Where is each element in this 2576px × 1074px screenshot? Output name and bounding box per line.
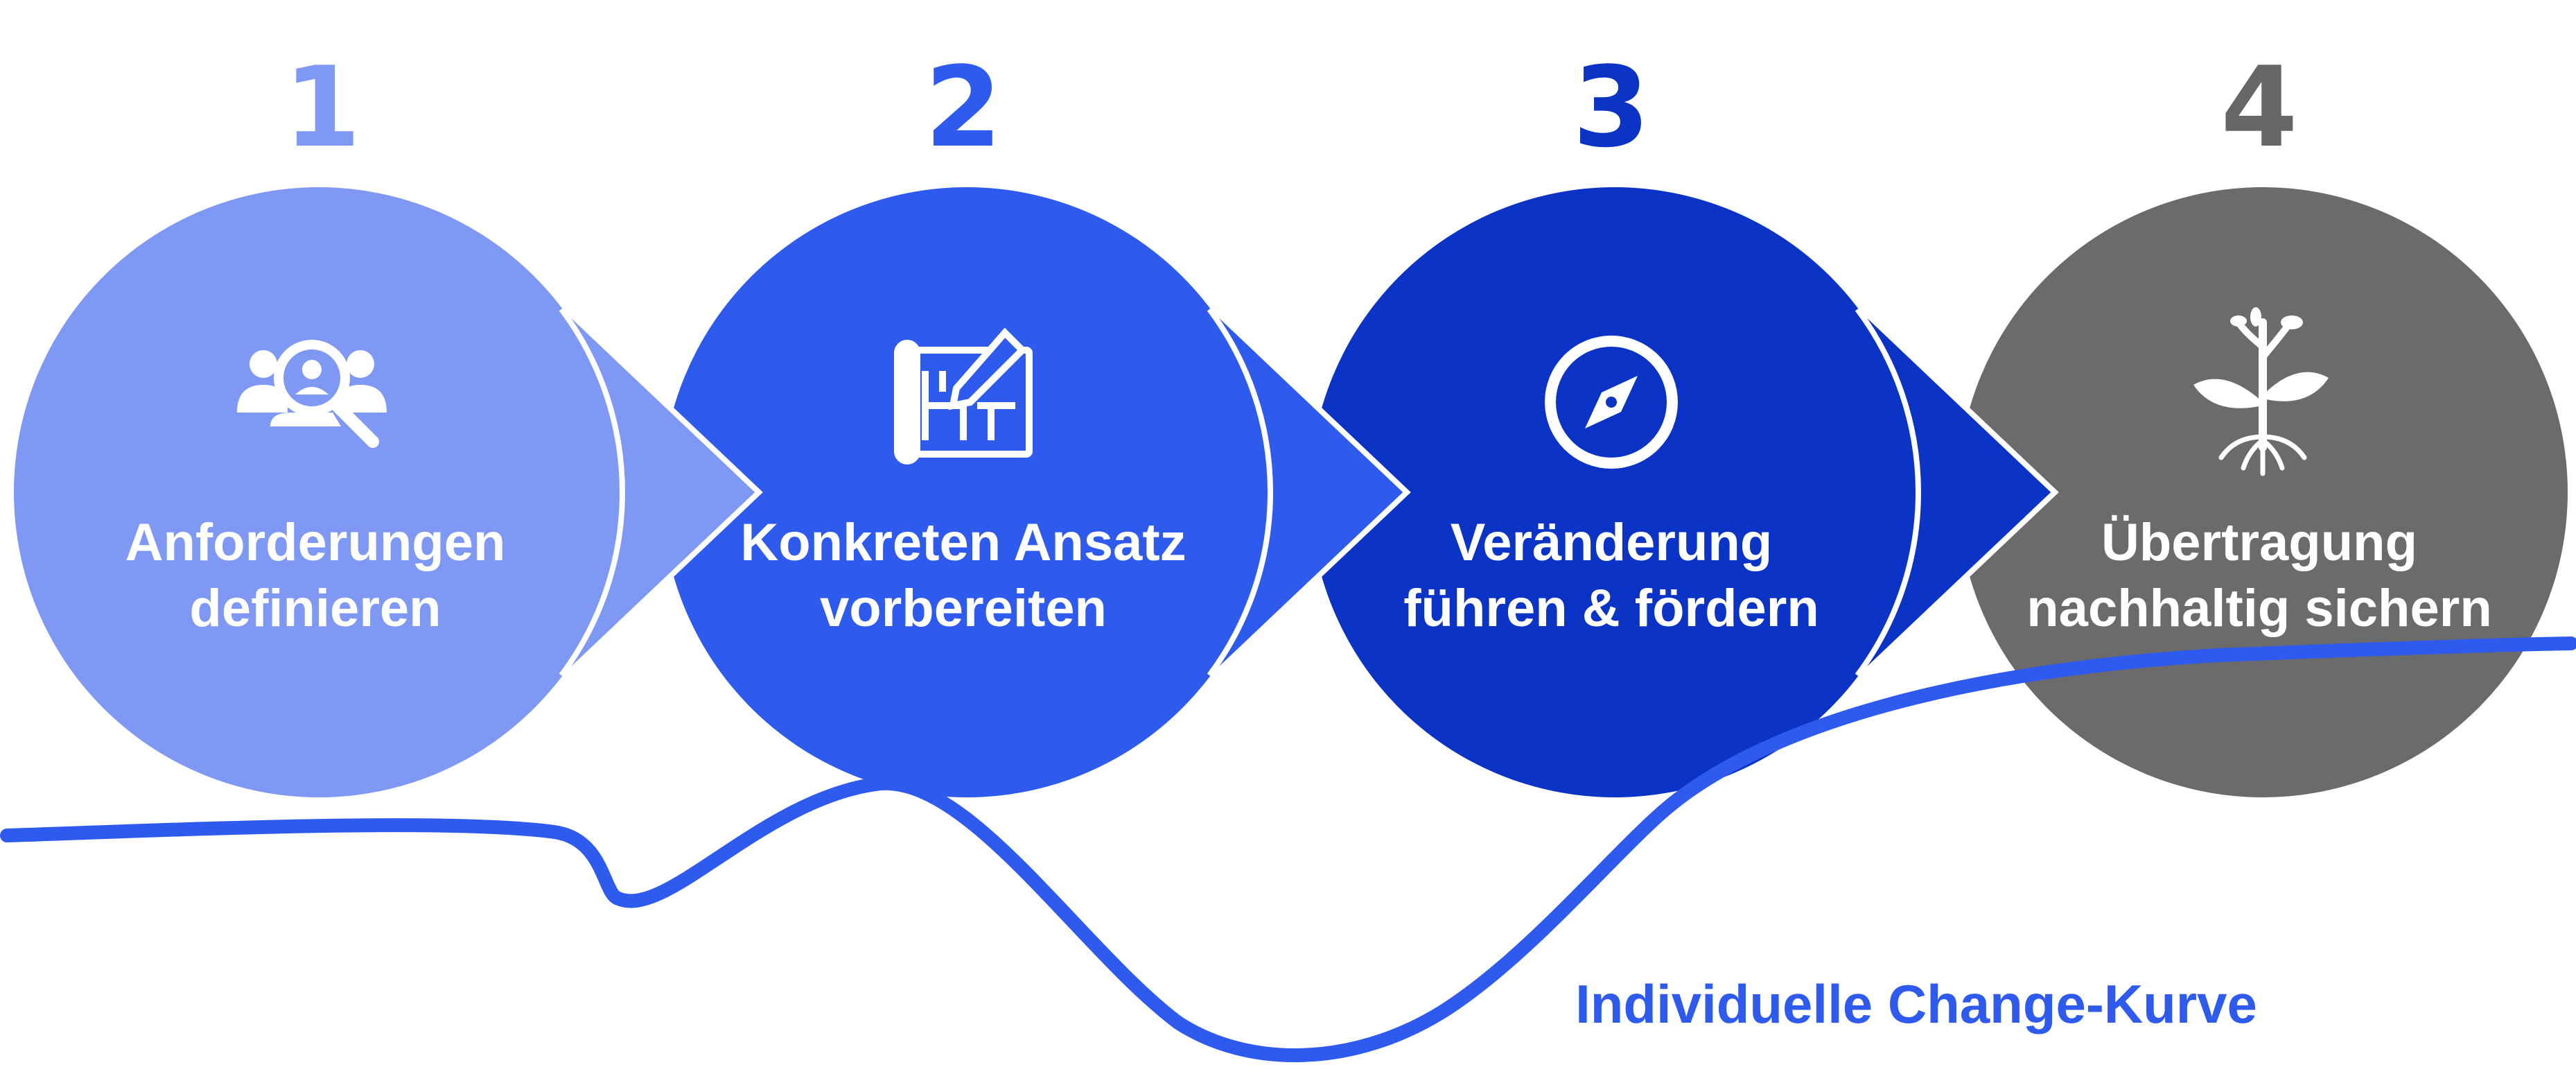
- arrow-2-to-3: [1209, 305, 1407, 679]
- step-1-circle: [14, 187, 625, 797]
- step-3-number: 3: [1572, 42, 1649, 172]
- step-1-label-line2: definieren: [189, 579, 441, 638]
- compass-icon: [1545, 336, 1678, 469]
- arrow-3-to-4: [1857, 305, 2055, 679]
- step-4-number: 4: [2220, 42, 2297, 172]
- step-2-label-line2: vorbereiten: [820, 579, 1107, 638]
- blueprint-pencil-icon: [894, 327, 1033, 465]
- arrow-1-to-2: [561, 305, 759, 679]
- step-4-label-line1: Übertragung: [2101, 513, 2417, 572]
- change-curve-label: Individuelle Change-Kurve: [1575, 973, 2257, 1034]
- step-4-label-line2: nachhaltig sichern: [2026, 579, 2492, 638]
- plant-sprout-icon: [2193, 307, 2329, 476]
- step-3-circle: [1310, 187, 1921, 797]
- step-3-label-line1: Veränderung: [1451, 513, 1773, 572]
- step-2-circle: [662, 187, 1273, 797]
- change-curve-line: [0, 636, 2576, 1063]
- step-1-number: 1: [283, 42, 360, 172]
- step-2-label-line1: Konkreten Ansatz: [740, 513, 1186, 572]
- step-2-number: 2: [925, 42, 1001, 172]
- step-1-label-line1: Anforderungen: [125, 513, 506, 572]
- people-search-icon: [237, 340, 387, 448]
- step-3-label-line2: führen & fördern: [1403, 579, 1819, 638]
